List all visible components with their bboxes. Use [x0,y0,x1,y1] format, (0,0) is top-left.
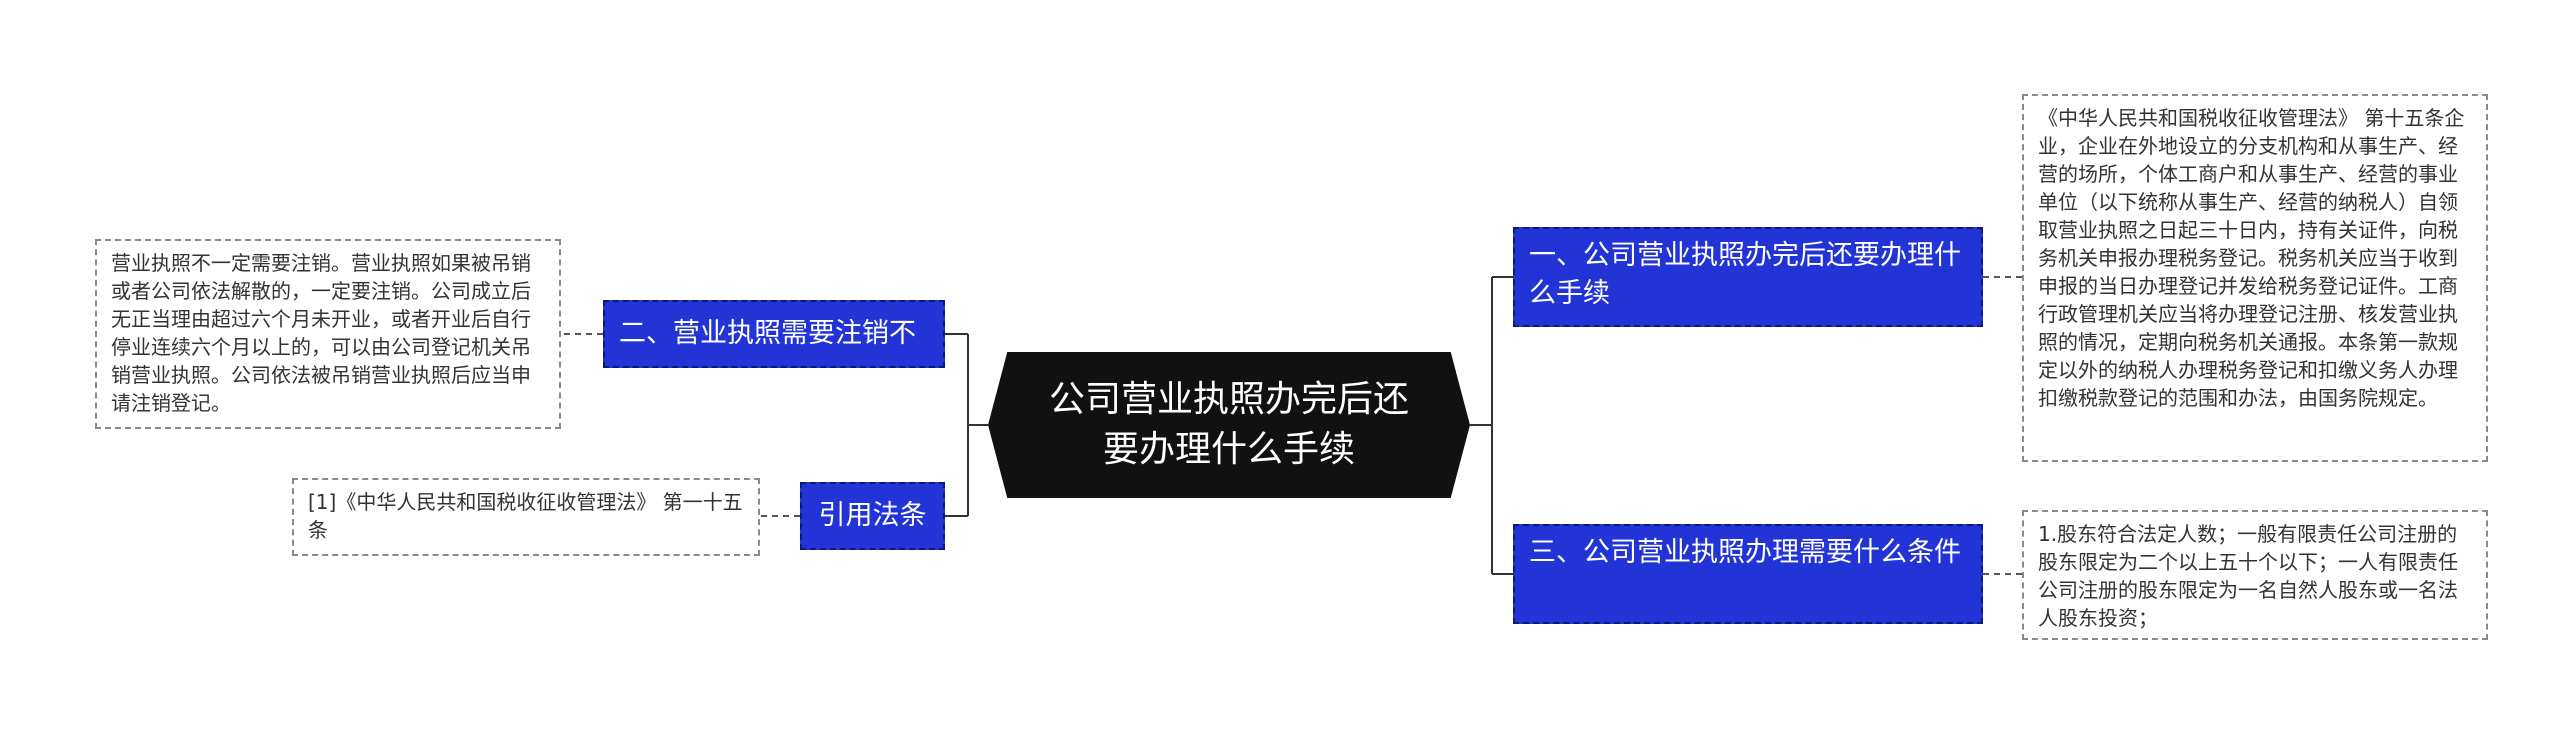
branch-label: 二、营业执照需要注销不 [619,318,916,349]
leaf-node-deregistration-text[interactable]: 营业执照不一定需要注销。营业执照如果被吊销或者公司依法解散的，一定要注销。公司成… [95,239,561,429]
branch-node-deregistration[interactable]: 二、营业执照需要注销不 [603,300,945,368]
branch-node-conditions[interactable]: 三、公司营业执照办理需要什么条件 [1513,524,1983,624]
leaf-text: [1]《中华人民共和国税收征收管理法》 第一十五条 [308,490,743,542]
leaf-node-conditions-text[interactable]: 1.股东符合法定人数；一般有限责任公司注册的股东限定为二个以上五十个以下；一人有… [2022,510,2488,640]
root-title: 公司营业执照办完后还要办理什么手续 [1048,379,1409,470]
leaf-text: 《中华人民共和国税收征收管理法》 第十五条企业，企业在外地设立的分支机构和从事生… [2038,106,2465,410]
leaf-node-procedures-text[interactable]: 《中华人民共和国税收征收管理法》 第十五条企业，企业在外地设立的分支机构和从事生… [2022,94,2488,462]
leaf-text: 1.股东符合法定人数；一般有限责任公司注册的股东限定为二个以上五十个以下；一人有… [2038,522,2458,630]
leaf-node-cited-law-text[interactable]: [1]《中华人民共和国税收征收管理法》 第一十五条 [292,478,760,556]
branch-node-procedures[interactable]: 一、公司营业执照办完后还要办理什么手续 [1513,227,1983,327]
branch-label: 一、公司营业执照办完后还要办理什么手续 [1529,240,1961,309]
root-node[interactable]: 公司营业执照办完后还要办理什么手续 [988,352,1470,498]
leaf-text: 营业执照不一定需要注销。营业执照如果被吊销或者公司依法解散的，一定要注销。公司成… [111,251,531,415]
branch-label: 三、公司营业执照办理需要什么条件 [1529,537,1961,568]
branch-node-cited-law[interactable]: 引用法条 [800,482,945,550]
branch-label: 引用法条 [818,500,927,531]
